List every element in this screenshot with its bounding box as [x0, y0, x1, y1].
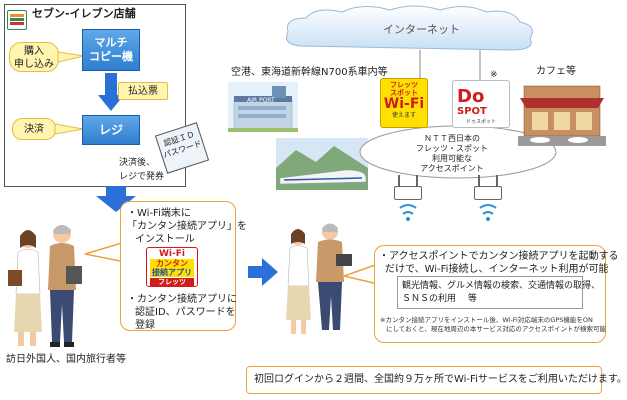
purchase-pointer [57, 51, 85, 63]
copier-line-1: マルチ [94, 36, 128, 49]
flets-logo-top: フレッツ [390, 81, 418, 89]
app-icon-body: カンタン 接続アプリ [150, 259, 194, 277]
dospot-mark: Do SPOT [457, 86, 507, 118]
bottom-note: 初回ログインから２週間、全国約９万ヶ所でWi-Fiサービスをご利用いただけます。 [254, 374, 627, 385]
step1-line-1: ・Wi-Fi端末に [127, 208, 191, 219]
right-bubble-tail [341, 262, 379, 285]
airport-illustration [228, 82, 298, 132]
seven-eleven-logo [7, 10, 27, 30]
shinkansen-illustration [276, 138, 368, 190]
app-icon-bottom: 接続アプリ [152, 268, 192, 277]
step2-line-2: 認証ID、パスワードを [135, 307, 236, 318]
payment-bubble: 決済 [12, 118, 56, 140]
dospot-spot: SPOT [457, 106, 487, 117]
payment-slip-label: 払込票 [118, 82, 168, 100]
purchase-line-1: 購入 [24, 46, 44, 57]
internet-label: インターネット [383, 23, 460, 36]
flets-spot-wifi-logo: フレッツ スポット Wi-Fi 使えます [380, 78, 428, 128]
hub-line-2: フレッツ・スポット [416, 144, 488, 153]
hub-line-3: 利用可能な [432, 154, 472, 163]
wifi-signal-1 [399, 204, 417, 221]
down-arrow-store-to-user [96, 186, 136, 212]
dospot-sub: ドゥスポット [465, 119, 496, 125]
after-payment-line-2: レジで発券 [119, 172, 165, 182]
instruction-bubble-tail [84, 240, 126, 263]
gps-footnote-line-2: にしておくと、現在地周辺の本サービス対応のアクセスポイントが検索可能 [386, 325, 607, 333]
copier-line-2: コピー機 [89, 50, 133, 63]
info-examples-box [397, 276, 583, 309]
dospot-logo: Do SPOT ドゥスポット [452, 80, 510, 128]
internet-cloud [286, 5, 533, 51]
after-payment-line-1: 決済後、 [119, 158, 156, 168]
after-payment-text: 決済後、 レジで発券 [119, 156, 164, 184]
app-icon-middle: カンタン [156, 259, 188, 268]
payment-pointer [54, 123, 84, 135]
purchase-line-2: 申し込み [14, 59, 54, 70]
flets-logo-main: Wi-Fi [383, 96, 425, 112]
info-line-1: 観光情報、グルメ情報の検索、交通情報の取得、 [402, 281, 601, 291]
app-icon-wifi: Wi-Fi [159, 249, 185, 259]
bottom-note-box [246, 366, 602, 394]
hub-line-4: アクセスポイント [420, 164, 484, 173]
step1-text: ・Wi-Fi端末に 「カンタン接続アプリ」を インストール [127, 207, 247, 246]
copier-box: マルチ コピー機 [82, 29, 140, 71]
gps-footnote: ※カンタン接続アプリをインストール後、Wi-Fi対応端末のGPS機能をON にし… [380, 316, 606, 334]
store-name: セブン-イレブン店舗 [32, 7, 136, 20]
step1-line-3: インストール [135, 234, 195, 245]
usage-line-2: だけで、Wi-Fi接続し、インターネット利用が可能 [385, 264, 609, 275]
travelers-illustration-right [286, 223, 352, 334]
step2-line-1: ・カンタン接続アプリに [127, 294, 237, 305]
airport-sign: AIR PORT [247, 97, 275, 104]
hub-text: ＮＴＴ西日本の フレッツ・スポット 利用可能な アクセスポイント [416, 134, 488, 174]
register-box: レジ [82, 115, 140, 145]
usage-text: ・アクセスポイントでカンタン接続アプリを起動する だけで、Wi-Fi接続し、イン… [379, 250, 619, 276]
info-examples-text: 観光情報、グルメ情報の検索、交通情報の取得、 ＳＮＳの利用 等 [402, 280, 600, 306]
step2-line-3: 登録 [135, 320, 155, 331]
step1-line-2: 「カンタン接続アプリ」を [127, 221, 247, 232]
purchase-bubble: 購入 申し込み [9, 42, 59, 72]
flets-logo-mid: スポット [390, 89, 418, 97]
down-arrow-copier-to-register [98, 73, 124, 111]
travelers-illustration-left [8, 225, 82, 347]
access-point-router-2 [474, 175, 502, 200]
dospot-asterisk: ※ [490, 70, 498, 80]
app-icon-brand: フレッツ [150, 278, 194, 287]
gps-footnote-line-1: ※カンタン接続アプリをインストール後、Wi-Fi対応端末のGPS機能をON [380, 316, 593, 324]
locations-label: 空港、東海道新幹線N700系車内等 [231, 67, 388, 78]
flets-logo-sub: 使えます [391, 112, 416, 119]
hub-line-1: ＮＴＴ西日本の [424, 134, 480, 143]
travelers-label: 訪日外国人、国内旅行者等 [6, 354, 126, 365]
easy-connect-app-icon: Wi-Fi カンタン 接続アプリ フレッツ [146, 247, 198, 287]
usage-bubble [374, 245, 606, 343]
cafe-illustration [518, 85, 606, 146]
step2-text: ・カンタン接続アプリに 認証ID、パスワードを 登録 [127, 293, 237, 332]
cafe-label: カフェ等 [536, 66, 576, 77]
usage-line-1: ・アクセスポイントでカンタン接続アプリを起動する [379, 251, 619, 262]
wifi-signal-2 [479, 204, 497, 221]
access-point-router-1 [394, 175, 422, 200]
info-line-2: ＳＮＳの利用 等 [402, 294, 477, 304]
right-arrow-step-to-use [248, 258, 278, 286]
dospot-do: Do [457, 86, 485, 107]
